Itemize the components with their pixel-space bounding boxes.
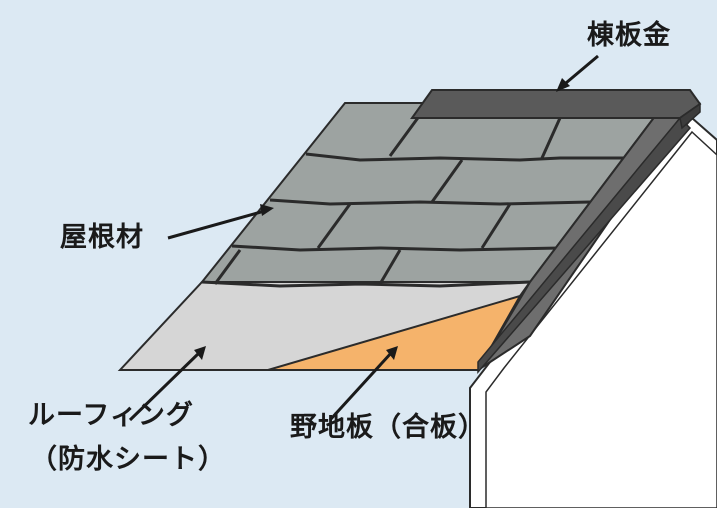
underlayment-sub-label: （防水シート） (30, 444, 226, 475)
roofing-material-arrowhead (260, 204, 274, 216)
shingle-joint (430, 159, 464, 203)
ridge-arrowhead (556, 78, 570, 92)
shingle-course-1 (305, 152, 628, 162)
ridge-metal-label: 棟板金 (587, 20, 671, 51)
underlayment-label: ルーフィング (28, 400, 194, 431)
shingle-course-3 (231, 244, 561, 252)
ridge-metal-side (679, 102, 701, 130)
leader-lines (128, 54, 599, 422)
underlayment-leader (128, 350, 202, 422)
underlayment-arrowhead (194, 346, 206, 360)
roofing-material-label: 屋根材 (60, 222, 144, 253)
shingle-course-2 (269, 198, 591, 206)
shingle-course-4 (201, 280, 531, 288)
shingle-joint (213, 249, 242, 285)
shingle-joint (540, 117, 562, 159)
shingle-joint (316, 203, 352, 249)
shingle-joints (213, 114, 562, 285)
sheathing-label: 野地板（合板） (290, 412, 486, 443)
gable-inner-shadow (485, 130, 717, 508)
ridge-metal (410, 89, 702, 119)
leader-arrowheads (194, 78, 570, 360)
shingle-courses (201, 152, 628, 288)
sheathing-arrowhead (386, 346, 398, 360)
shingle-joint (480, 203, 512, 249)
sheathing-leader (328, 350, 394, 422)
shingle-joint (378, 249, 402, 285)
roofing-material-leader (167, 208, 269, 240)
shingle-joint (388, 114, 422, 157)
